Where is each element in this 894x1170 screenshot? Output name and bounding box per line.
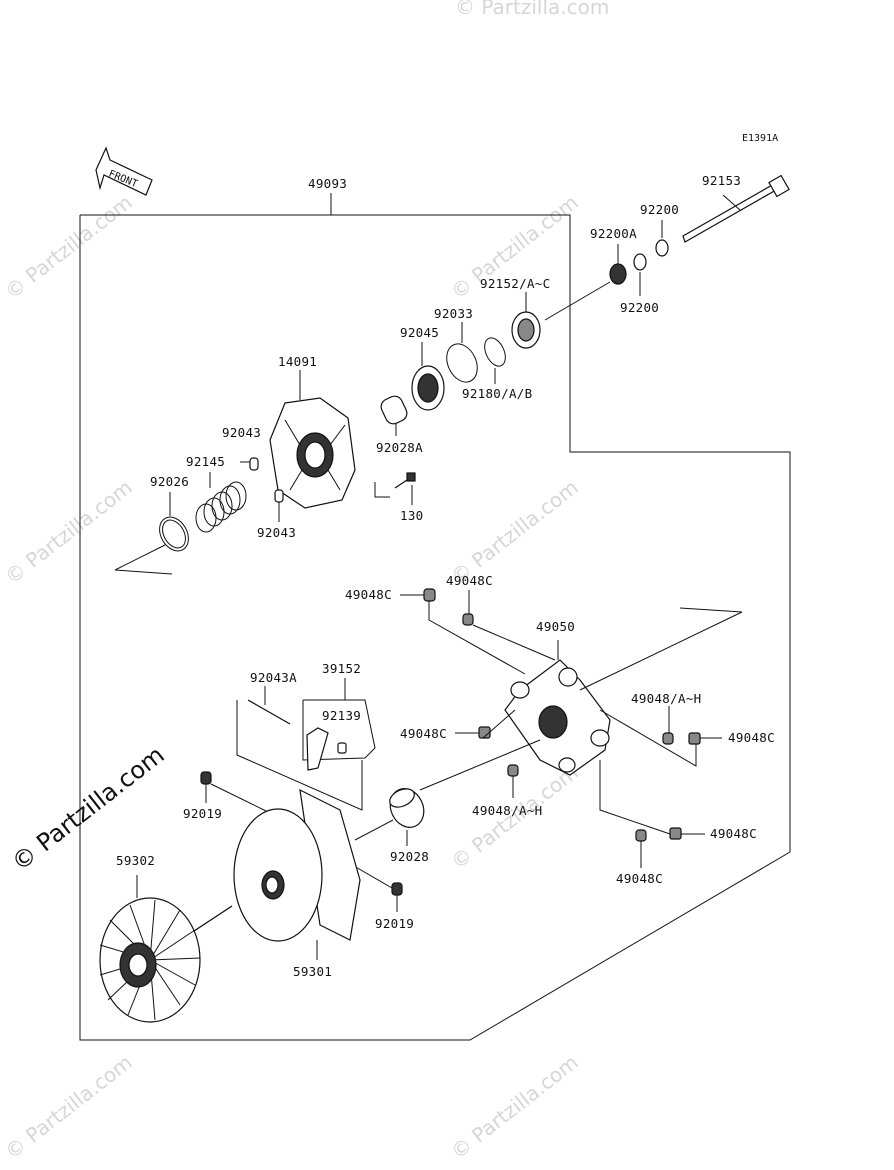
part-label[interactable]: 92200 [640,202,679,217]
part-label[interactable]: 92043 [257,525,296,540]
ring-92033-icon [446,343,478,383]
part-label[interactable]: 92045 [400,325,439,340]
part-labels: 49093 92153 92200 92200A 92200 92152/A~C… [116,173,775,979]
part-label[interactable]: 92145 [186,454,225,469]
pin-92043-icon [274,489,284,503]
part-label[interactable]: 92019 [183,806,222,821]
nut-49048C-icon [688,732,701,745]
part-label[interactable]: 92139 [322,708,361,723]
part-label[interactable]: 49050 [536,619,575,634]
front-arrow-icon: FRONT [95,146,153,196]
ring-92026-icon [159,516,189,552]
part-label[interactable]: 49048C [345,587,392,602]
part-label[interactable]: 92153 [702,173,741,188]
nut-49048C-icon [635,829,647,842]
part-label[interactable]: 92200 [620,300,659,315]
part-label[interactable]: 49048C [400,726,447,741]
part-label[interactable]: 59301 [293,964,332,979]
watermark-text: © Partzilla.com [0,475,136,589]
nut-92019-icon [391,882,403,896]
watermark-text: © Partzilla.com [446,475,582,589]
part-label[interactable]: 92019 [375,916,414,931]
part-label[interactable]: 14091 [278,354,317,369]
cover-14091-icon [269,397,356,509]
diagram-code: E1391A [742,133,778,144]
part-label[interactable]: 49048C [446,573,493,588]
nut-92200A-icon [609,263,627,285]
part-label[interactable]: 92152/A~C [480,276,550,291]
spring-92145-icon [195,481,247,533]
watermark-text: © Partzilla.com [0,1050,136,1164]
part-label[interactable]: 49048/A~H [472,803,542,818]
watermark-text: © Partzilla.com [446,1050,582,1164]
nut-49048C-icon [462,613,474,626]
screw-130-icon [394,472,416,489]
nut-92019-icon [200,771,212,785]
part-label[interactable]: 92180/A/B [462,386,532,401]
watermarks: © Partzilla.com © Partzilla.com © Partzi… [0,0,609,1164]
part-label[interactable]: 92028A [376,440,423,455]
part-label[interactable]: 92043 [222,425,261,440]
part-label[interactable]: 59302 [116,853,155,868]
ring-92180-icon [484,337,506,367]
part-label[interactable]: 49048C [710,826,757,841]
arm-92139-icon [306,727,347,771]
washer-92200-icon [655,239,669,257]
part-label[interactable]: 49093 [308,176,347,191]
pin-92043-icon [249,457,259,471]
spider-49050-icon [504,659,611,776]
fixed-sheave-59302-icon [99,897,233,1023]
watermark-text: © Partzilla.com [455,0,609,19]
part-label[interactable]: 130 [400,508,423,523]
bushing-92028A-icon [380,395,408,425]
part-label[interactable]: 49048C [616,871,663,886]
watermark-text: © Partzilla.com [0,190,136,304]
nut-49048C-icon [423,588,436,602]
sheave-59301-icon [233,788,361,942]
washer-92200-icon [633,253,647,271]
part-label[interactable]: 49048C [728,730,775,745]
nut-49048-icon [507,764,519,777]
part-label[interactable]: 39152 [322,661,361,676]
assembly-outline [79,214,791,1041]
nut-49048-icon [662,732,674,745]
part-label[interactable]: 92033 [434,306,473,321]
nut-49048C-icon [669,827,682,840]
part-label[interactable]: 49048/A~H [631,691,701,706]
part-label[interactable]: 92026 [150,474,189,489]
part-label[interactable]: 92043A [250,670,297,685]
part-label[interactable]: 92200A [590,226,637,241]
bolt-92153-icon [682,174,790,243]
part-label[interactable]: 92028 [390,849,429,864]
pin-92043A-icon [247,699,291,725]
